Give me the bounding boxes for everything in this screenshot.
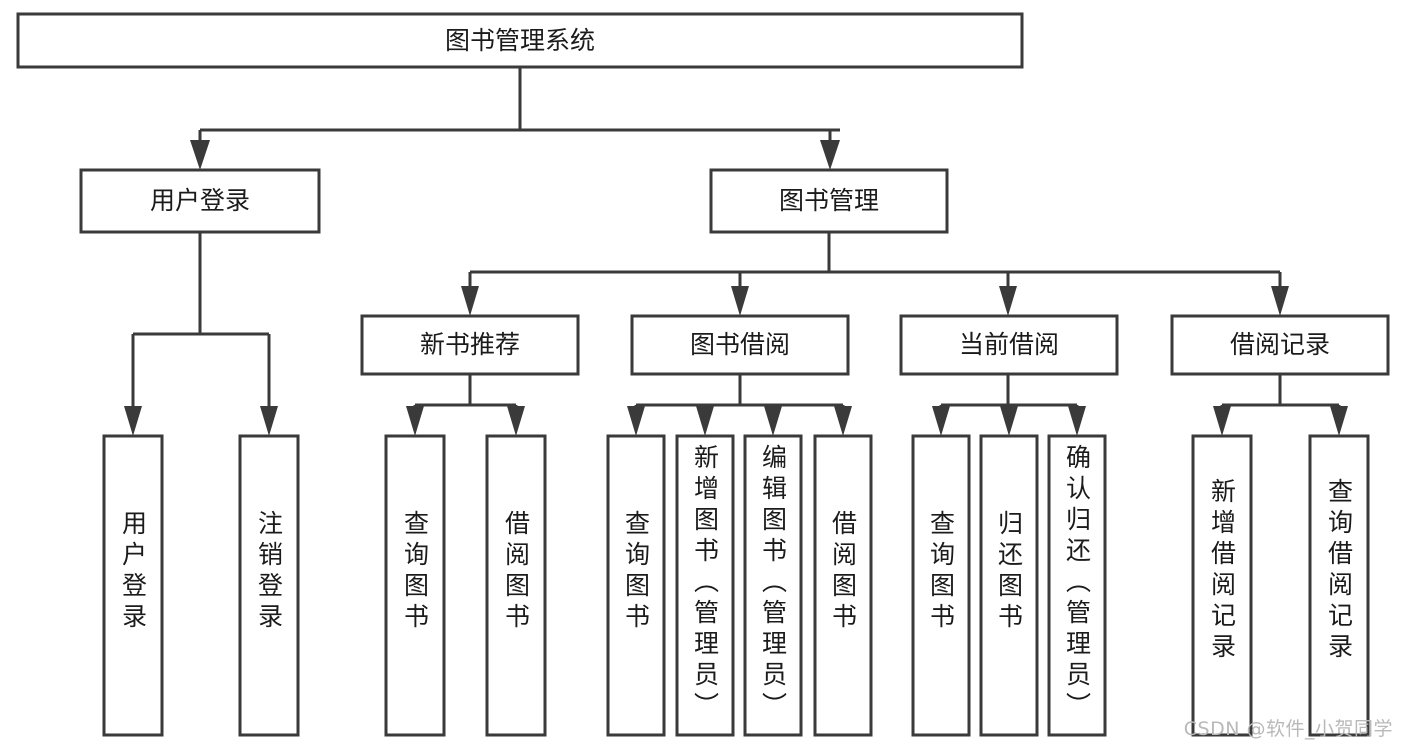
connector-book-borrow-to-leaves — [627, 374, 852, 436]
leaf-box-book-borrow-3[interactable] — [743, 434, 803, 737]
node-current-borrow[interactable]: 当前借阅 — [899, 314, 1119, 376]
connector-new-book-to-leaves — [406, 374, 525, 436]
node-book-management-label: 图书管理 — [779, 186, 879, 215]
connector-root-to-level2 — [190, 67, 840, 170]
leaf-box-user-login-2[interactable] — [238, 434, 300, 737]
leaf-box-current-borrow-2[interactable] — [979, 434, 1039, 737]
node-borrow-record-label: 借阅记录 — [1230, 330, 1330, 359]
watermark-text: CSDN @软件_小贺同学 — [1183, 718, 1393, 740]
node-user-login[interactable]: 用户登录 — [79, 168, 321, 234]
connector-borrow-record-to-leaves — [1213, 374, 1348, 436]
node-new-book-recommend[interactable]: 新书推荐 — [360, 314, 580, 376]
connector-book-mgmt-to-level3 — [461, 232, 1289, 316]
leaf-box-new-book-1[interactable] — [384, 434, 446, 737]
connector-current-borrow-to-leaves — [932, 374, 1086, 436]
leaf-box-current-borrow-3[interactable] — [1047, 434, 1107, 737]
node-book-management[interactable]: 图书管理 — [709, 168, 949, 234]
node-current-borrow-label: 当前借阅 — [959, 330, 1059, 359]
leaf-box-borrow-record-2[interactable] — [1308, 434, 1370, 737]
node-book-borrow-label: 图书借阅 — [690, 330, 790, 359]
leaf-boxes-new-book-recommend — [384, 434, 547, 737]
connector-user-login-to-leaves — [124, 232, 278, 436]
leaf-boxes-user-login — [102, 434, 300, 737]
leaf-box-book-borrow-1[interactable] — [606, 434, 666, 737]
leaf-boxes-current-borrow — [911, 434, 1107, 737]
leaf-boxes-book-borrow — [606, 434, 873, 737]
leaf-boxes-borrow-record — [1191, 434, 1370, 737]
leaf-box-user-login-1[interactable] — [102, 434, 164, 737]
node-book-borrow[interactable]: 图书借阅 — [630, 314, 850, 376]
leaf-box-book-borrow-2[interactable] — [675, 434, 735, 737]
node-user-login-label: 用户登录 — [150, 186, 250, 215]
node-root-label: 图书管理系统 — [445, 26, 595, 55]
leaf-box-current-borrow-1[interactable] — [911, 434, 971, 737]
leaf-box-new-book-2[interactable] — [485, 434, 547, 737]
node-new-book-recommend-label: 新书推荐 — [420, 330, 520, 359]
leaf-box-book-borrow-4[interactable] — [813, 434, 873, 737]
leaf-box-borrow-record-1[interactable] — [1191, 434, 1253, 737]
node-root[interactable]: 图书管理系统 — [16, 12, 1024, 69]
node-borrow-record[interactable]: 借阅记录 — [1170, 314, 1390, 376]
